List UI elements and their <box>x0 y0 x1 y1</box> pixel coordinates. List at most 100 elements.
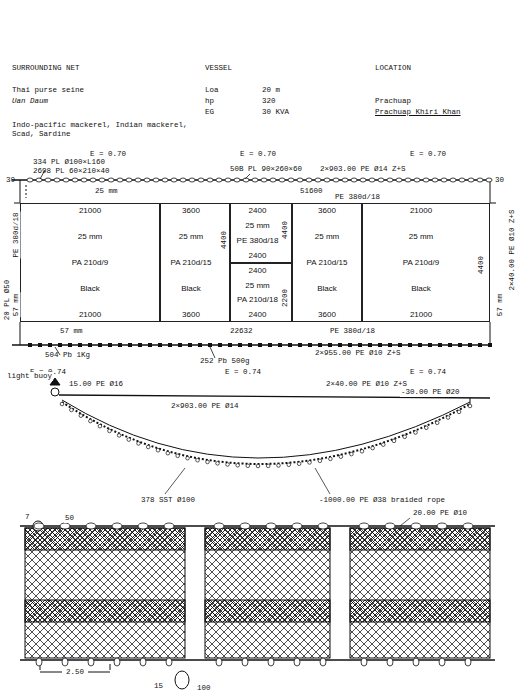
sinker <box>328 343 332 347</box>
purse-ring <box>287 463 291 467</box>
sinker <box>468 343 472 347</box>
callout-label: VESSEL <box>205 64 232 73</box>
purse-ring <box>297 462 301 466</box>
sinker <box>338 343 342 347</box>
float <box>387 178 393 182</box>
sinker <box>488 343 492 347</box>
purse-ring <box>446 416 450 420</box>
float <box>240 523 250 529</box>
float <box>81 178 87 182</box>
float <box>45 178 51 182</box>
panel-text: PA 210d/15 <box>307 258 348 267</box>
purse-ring <box>98 424 102 428</box>
callout-label: -30.00 PE Ø20 <box>400 388 461 397</box>
purse-ring <box>468 404 472 408</box>
sinker <box>378 343 382 347</box>
line-shape <box>400 518 410 526</box>
callout-label: 30 <box>495 176 504 185</box>
float <box>288 178 294 182</box>
line-shape <box>490 180 491 203</box>
line-shape <box>315 468 330 494</box>
float <box>108 178 114 182</box>
panel-text: PA 210d/9 <box>72 258 108 267</box>
callout-label: Thai purse seine <box>12 86 84 95</box>
panel-text: PA 210d/18 <box>237 295 278 304</box>
sinker <box>238 343 242 347</box>
panel-text: 25 mm <box>179 232 203 241</box>
ring <box>36 658 42 666</box>
g-shape <box>34 523 473 666</box>
float <box>396 178 402 182</box>
panel-text: 3600 <box>318 206 336 215</box>
float <box>342 178 348 182</box>
ring <box>387 658 393 666</box>
dimension-label: 4400 <box>477 255 486 275</box>
sinker <box>178 343 182 347</box>
purse-ring <box>79 414 83 418</box>
float <box>441 178 447 182</box>
float <box>411 523 421 529</box>
dimension-label: 2×40.00 PE Ø10 Z+S <box>508 208 517 291</box>
float <box>369 178 375 182</box>
path-shape <box>245 174 250 179</box>
sinker <box>438 343 442 347</box>
ring <box>439 658 445 666</box>
sinker <box>208 343 212 347</box>
sinker <box>458 343 462 347</box>
line-shape <box>20 180 21 203</box>
sinker <box>298 343 302 347</box>
circle-shape <box>51 388 59 396</box>
sinker <box>398 343 402 347</box>
panel-text: 25 mm <box>315 232 339 241</box>
float <box>423 178 429 182</box>
float <box>63 178 69 182</box>
dimension-label: 4400 <box>220 230 229 250</box>
callout-label: 2698 PL 60×210×40 <box>33 167 110 176</box>
purse-ring <box>256 464 260 468</box>
g-shape <box>12 180 496 345</box>
float <box>261 178 267 182</box>
purse-ring <box>246 464 250 468</box>
sinker <box>78 343 82 347</box>
float <box>117 178 123 182</box>
rect-shape <box>350 528 490 658</box>
sinker <box>168 343 172 347</box>
sinker <box>308 343 312 347</box>
float <box>324 178 330 182</box>
line-shape <box>88 672 110 673</box>
float <box>225 178 231 182</box>
rect-shape <box>205 528 330 658</box>
callout-label: -1000.00 PE Ø38 braided rope <box>318 496 446 505</box>
sinker <box>428 343 432 347</box>
float <box>86 523 96 529</box>
ring <box>320 658 326 666</box>
panel-text: PA 210d/9 <box>403 258 439 267</box>
sinker <box>248 343 252 347</box>
float <box>486 178 492 182</box>
float <box>450 178 456 182</box>
callout-label: 15 <box>153 682 164 691</box>
callout-label: 57 mm <box>60 327 83 336</box>
rect-shape <box>205 600 330 622</box>
panel-text: 2400 <box>249 266 267 275</box>
sinker <box>188 343 192 347</box>
sinker <box>28 343 32 347</box>
panel-text: 25 mm <box>245 281 269 290</box>
float <box>385 523 395 529</box>
float <box>360 178 366 182</box>
ring <box>242 658 248 666</box>
callout-label: 334 PL Ø100×L160 <box>33 158 105 167</box>
panel-text: 25 mm <box>245 221 269 230</box>
callout-label: E = 0.70 <box>90 150 126 159</box>
sinker <box>198 343 202 347</box>
panel-text: 25 mm <box>409 232 433 241</box>
float <box>138 523 148 529</box>
purse-ring <box>381 443 385 447</box>
line-shape <box>165 468 185 494</box>
float <box>243 178 249 182</box>
float <box>34 523 44 529</box>
float <box>405 178 411 182</box>
callout-label: hp <box>205 97 214 106</box>
purse-ring <box>108 429 112 433</box>
panel-text: 2400 <box>249 206 267 215</box>
